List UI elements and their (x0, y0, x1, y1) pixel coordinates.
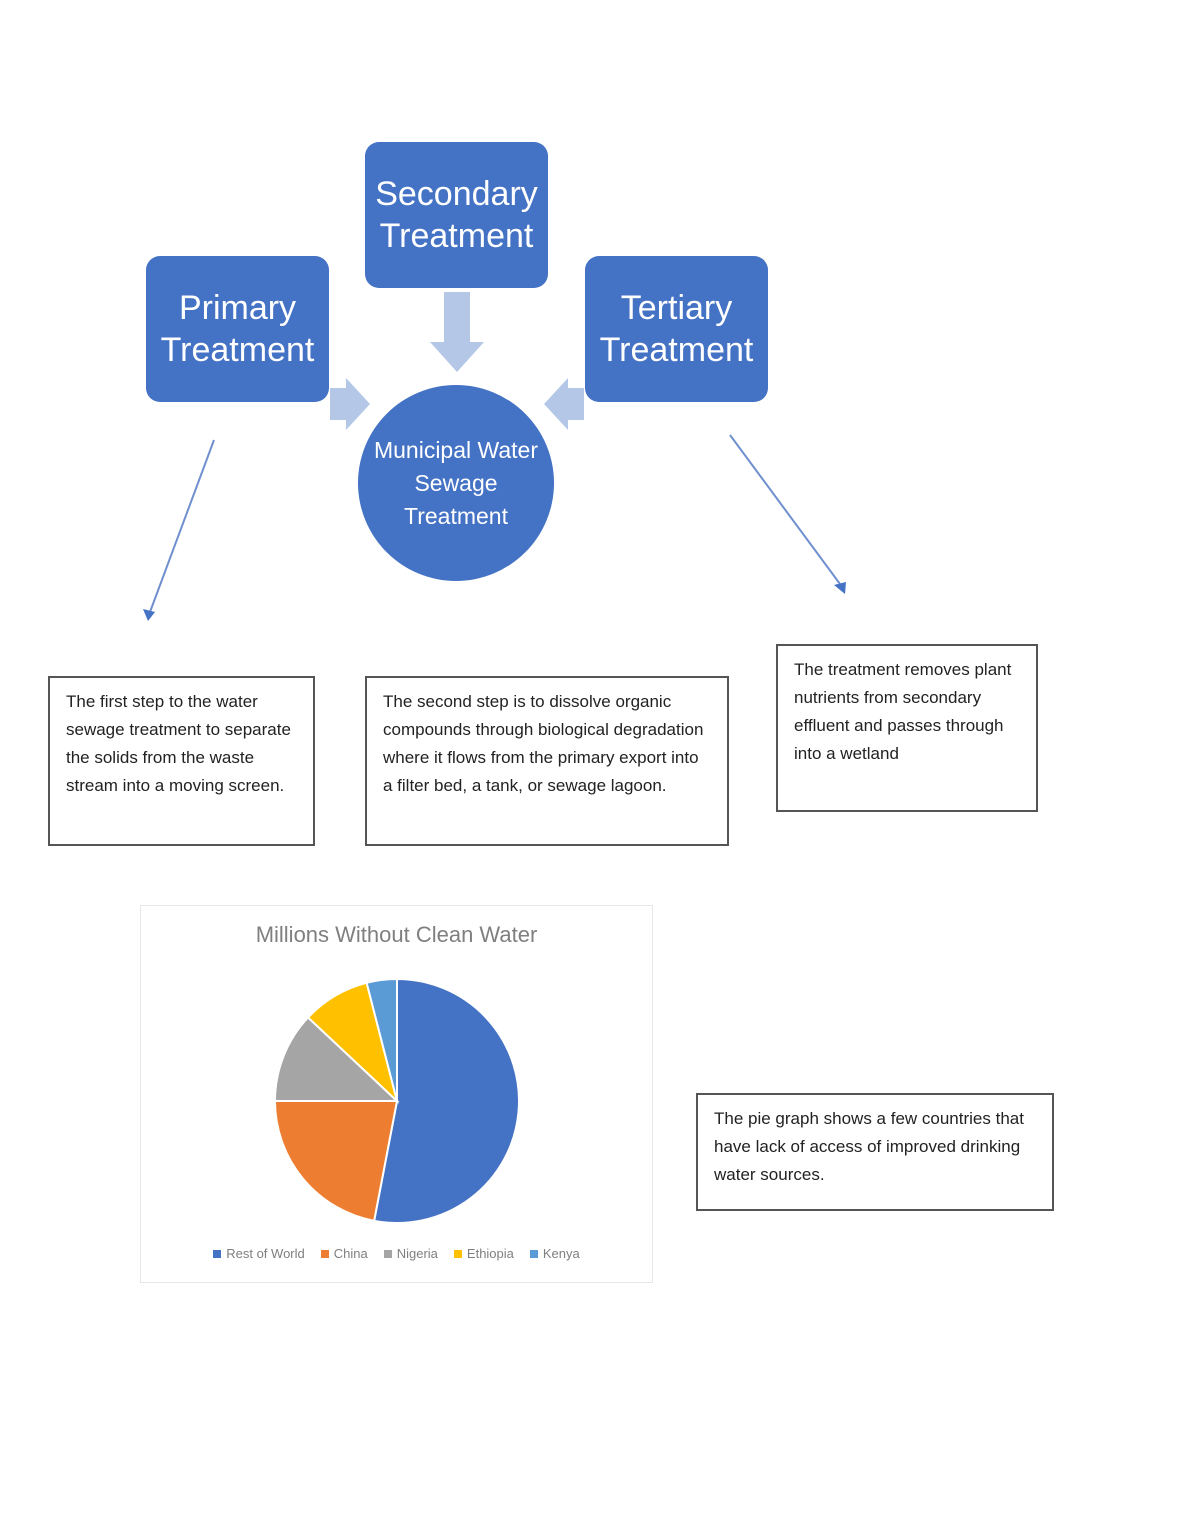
pointer-head-tertiary (834, 582, 846, 594)
legend-label: Rest of World (226, 1246, 305, 1261)
legend-item: Kenya (529, 1246, 580, 1261)
legend-label: Ethiopia (466, 1246, 514, 1261)
pie-slice-china (273, 1100, 399, 1223)
arrow-primary-to-center (330, 378, 370, 430)
municipal-treatment-circle: Municipal Water Sewage Treatment (358, 385, 554, 581)
tertiary-treatment-box: Tertiary Treatment (585, 256, 768, 402)
primary-note-text: The first step to the water sewage treat… (66, 692, 291, 795)
tertiary-note-box: The treatment removes plant nutrients fr… (776, 644, 1038, 812)
legend-item: Nigeria (383, 1246, 438, 1261)
primary-treatment-label: Primary Treatment (160, 289, 315, 369)
pie-slice-nigeria (273, 1016, 400, 1102)
pie-chart-svg (273, 977, 520, 1224)
legend-label: China (333, 1246, 368, 1261)
municipal-treatment-label: Municipal Water Sewage Treatment (373, 436, 539, 529)
arrow-tertiary-to-center (544, 378, 584, 430)
pie-note-text: The pie graph shows a few countries that… (714, 1109, 1024, 1184)
legend-swatch (453, 1249, 462, 1258)
arrow-secondary-to-center (430, 292, 484, 372)
legend-label: Nigeria (396, 1246, 438, 1261)
legend-label: Kenya (542, 1246, 580, 1261)
pie-slice-rest-of-world (372, 977, 520, 1224)
tertiary-note-text: The treatment removes plant nutrients fr… (794, 660, 1012, 763)
chart-title: Millions Without Clean Water (255, 922, 538, 947)
legend-swatch (529, 1249, 538, 1258)
primary-treatment-box: Primary Treatment (146, 256, 329, 402)
legend-item: China (320, 1246, 368, 1261)
pointer-head-primary (143, 609, 155, 621)
secondary-note-text: The second step is to dissolve organic c… (383, 692, 704, 795)
tertiary-treatment-label: Tertiary Treatment (599, 289, 754, 369)
secondary-treatment-label: Secondary Treatment (375, 175, 538, 255)
pointer-line-primary (149, 439, 215, 613)
pie-note-box: The pie graph shows a few countries that… (696, 1093, 1054, 1211)
pie-slice-kenya (365, 977, 398, 1102)
secondary-treatment-box: Secondary Treatment (365, 142, 548, 288)
primary-note-box: The first step to the water sewage treat… (48, 676, 315, 846)
legend-swatch (320, 1249, 329, 1258)
secondary-note-box: The second step is to dissolve organic c… (365, 676, 729, 846)
legend-item: Rest of World (213, 1246, 305, 1261)
legend-swatch (213, 1249, 222, 1258)
chart-legend: Rest of World China Nigeria Ethiopia Kenya (141, 1246, 652, 1261)
legend-swatch (383, 1249, 392, 1258)
pointer-line-tertiary (729, 434, 841, 585)
legend-item: Ethiopia (453, 1246, 514, 1261)
pie-chart: Millions Without Clean Water Rest of Wor… (140, 905, 653, 1283)
